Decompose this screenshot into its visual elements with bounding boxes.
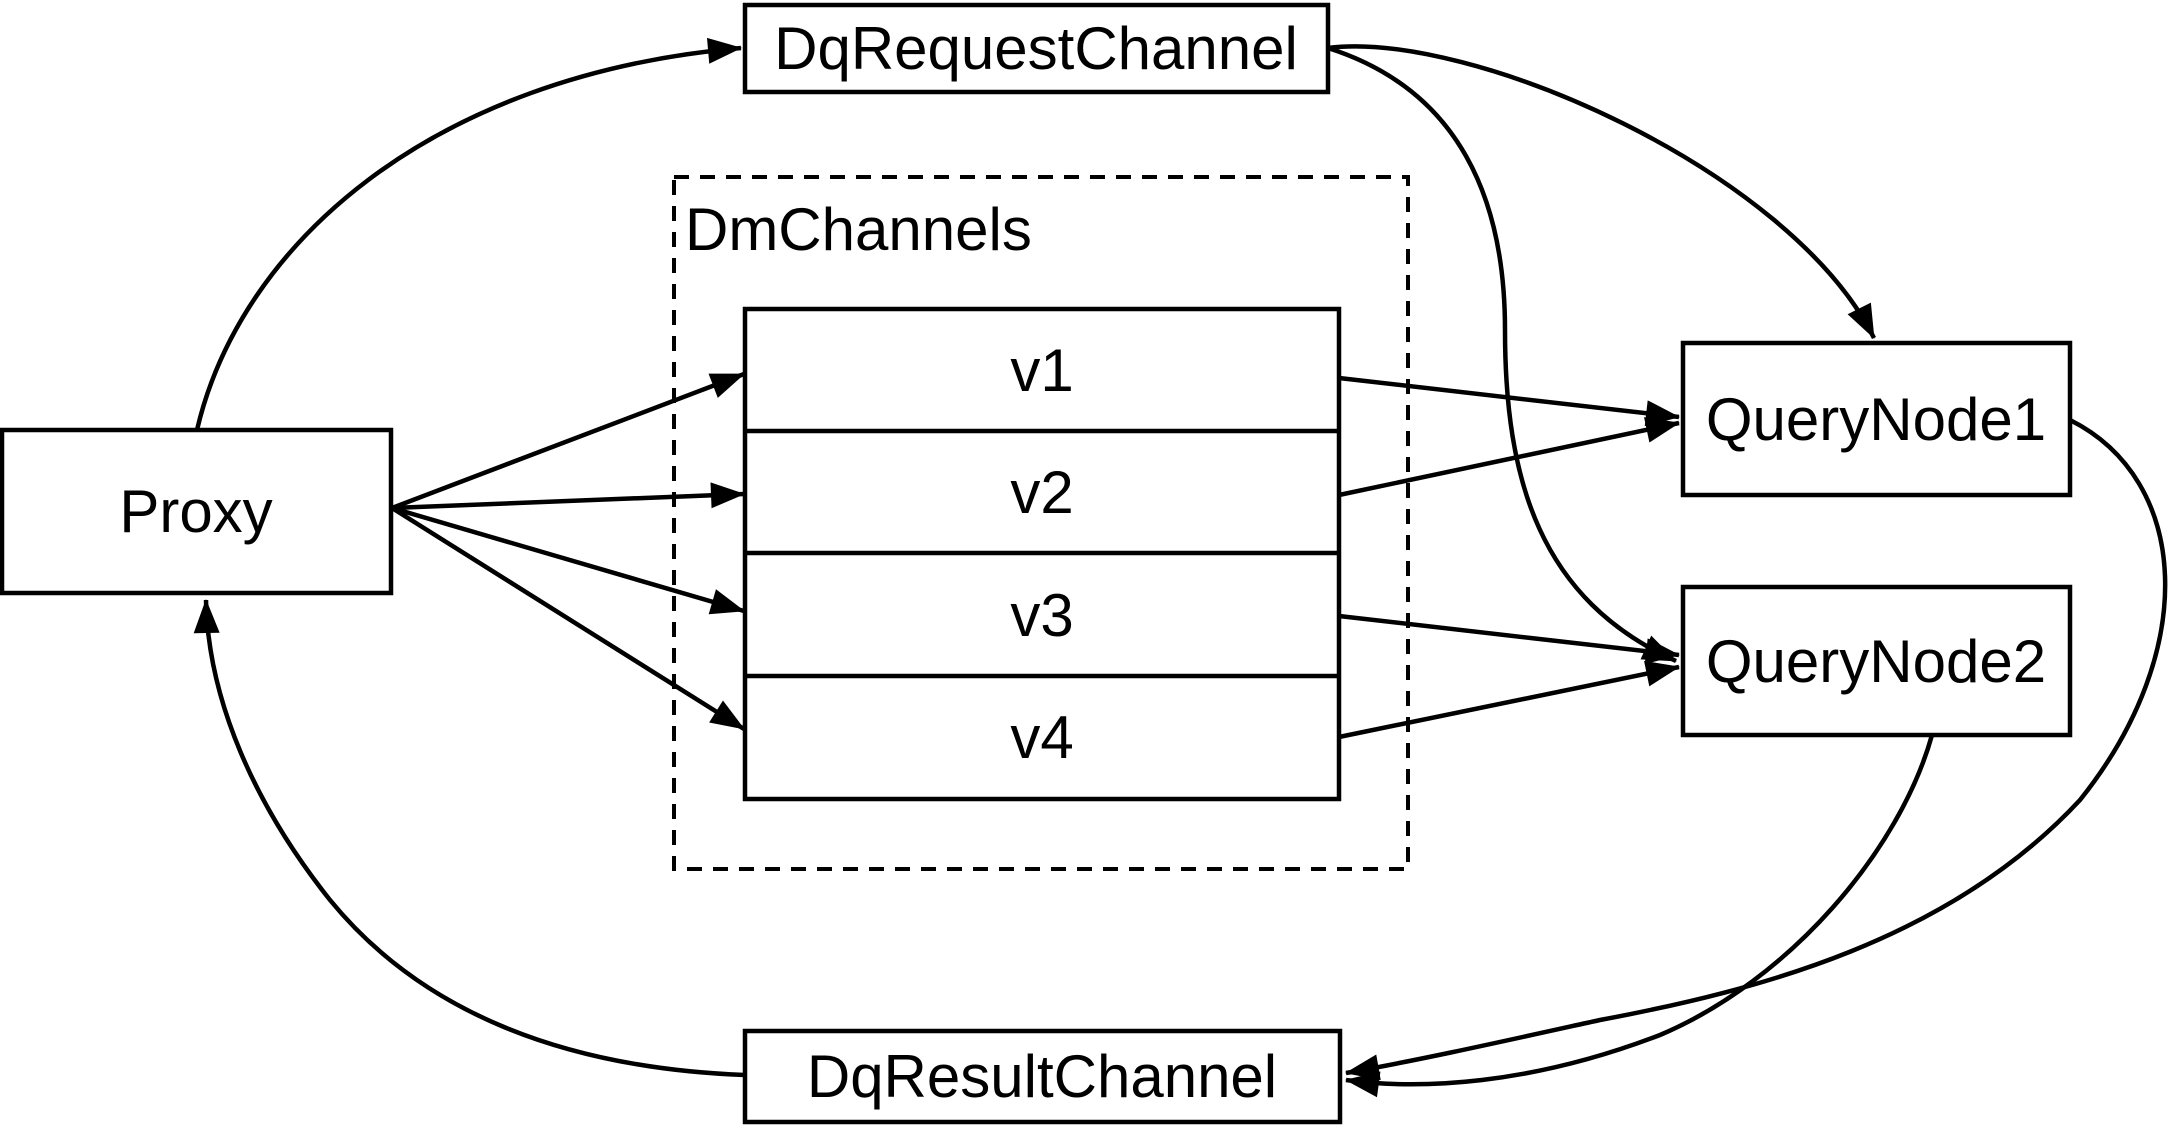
channel-row-v2-label: v2 bbox=[1010, 459, 1073, 526]
proxy-label: Proxy bbox=[119, 478, 272, 545]
channel-row-v1-label: v1 bbox=[1010, 337, 1073, 404]
edge-dqrequestchannel-to-querynode2 bbox=[1327, 45, 1677, 664]
query-node-1: QueryNode1 bbox=[1680, 340, 2073, 498]
query-node-2-label: QueryNode2 bbox=[1706, 628, 2046, 695]
edge-proxy-to-v4 bbox=[390, 506, 746, 731]
edge-proxy-to-v3 bbox=[391, 505, 745, 615]
edge-v4-to-querynode2 bbox=[1338, 660, 1680, 740]
edge-v1-to-querynode1 bbox=[1338, 375, 1680, 427]
edge-dqrequestchannel-to-querynode1 bbox=[1327, 44, 1877, 340]
proxy-box bbox=[0, 427, 394, 596]
query-node-1-box bbox=[1680, 340, 2073, 498]
dm-channels-group: DmChannels v1 v2 v3 v4 bbox=[672, 175, 1410, 871]
edge-v3-to-querynode2 bbox=[1338, 613, 1680, 665]
edges bbox=[193, 37, 2168, 1098]
edge-proxy-to-dqrequestchannel bbox=[194, 37, 742, 431]
channel-row-v3-label: v3 bbox=[1010, 582, 1073, 649]
query-node-1-label: QueryNode1 bbox=[1706, 386, 2046, 453]
dq-request-channel-node: DqRequestChannel bbox=[742, 2, 1331, 95]
dm-channels-label: DmChannels bbox=[685, 196, 1032, 263]
edge-querynode1-to-dqresultchannel bbox=[1345, 417, 2168, 1081]
edge-dqresultchannel-to-proxy bbox=[193, 599, 746, 1078]
dq-result-channel-box bbox=[742, 1028, 1343, 1125]
query-node-2-box bbox=[1680, 584, 2073, 738]
edge-v2-to-querynode1 bbox=[1338, 417, 1680, 498]
dq-request-channel-box bbox=[742, 2, 1331, 95]
dm-channels-border bbox=[672, 175, 1410, 871]
edge-proxy-to-v1 bbox=[391, 371, 745, 511]
dq-request-channel-label: DqRequestChannel bbox=[774, 15, 1298, 82]
dq-result-channel-label: DqResultChannel bbox=[807, 1043, 1277, 1110]
channel-row-v4-label: v4 bbox=[1010, 704, 1073, 771]
edge-querynode2-to-dqresultchannel bbox=[1345, 734, 1935, 1098]
proxy-node: Proxy bbox=[0, 427, 394, 596]
edge-proxy-to-v2 bbox=[391, 482, 745, 511]
dq-result-channel-node: DqResultChannel bbox=[742, 1028, 1343, 1125]
query-node-2: QueryNode2 bbox=[1680, 584, 2073, 738]
